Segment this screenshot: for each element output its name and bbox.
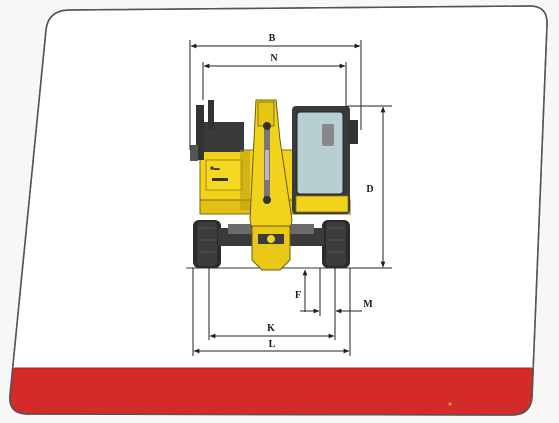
label-overall-width: B bbox=[269, 33, 276, 44]
dimension-lines bbox=[189, 40, 392, 356]
label-upper-width: N bbox=[270, 53, 278, 64]
label-height: D bbox=[366, 184, 373, 195]
dimension-labels: B N D F M K L bbox=[267, 33, 374, 350]
wheeled-excavator-front-view-icon: ■▬ bbox=[186, 99, 386, 271]
label-wheel-width: L bbox=[269, 339, 276, 350]
label-ground-clearance: F bbox=[295, 290, 301, 301]
svg-text:■▬: ■▬ bbox=[210, 166, 220, 172]
label-track-gauge: K bbox=[267, 323, 275, 334]
decor-dot bbox=[448, 402, 452, 406]
red-band bbox=[9, 368, 548, 415]
label-tire-width: M bbox=[363, 299, 373, 310]
